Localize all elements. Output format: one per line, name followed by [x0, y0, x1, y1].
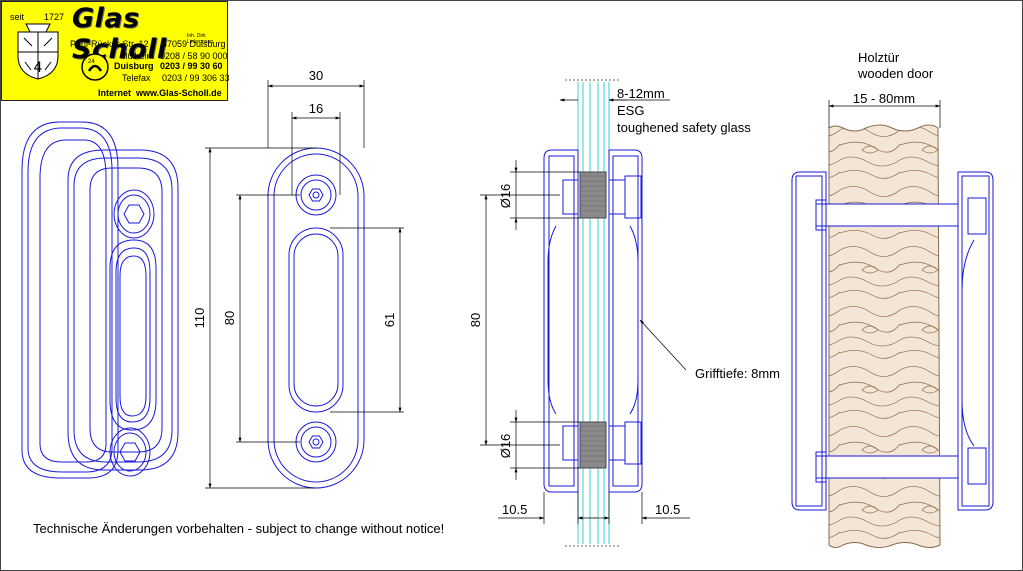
- logo-telefax-label: Telefax: [122, 73, 151, 83]
- dim-glass-thickness: 8-12mm: [617, 86, 665, 101]
- dim-bore-bottom: Ø16: [498, 434, 513, 459]
- coat-of-arms-icon: 4: [17, 23, 59, 80]
- dim-bore-top: Ø16: [498, 184, 513, 209]
- logo-internet-label: Internet: [98, 88, 132, 98]
- svg-text:24: 24: [88, 59, 95, 65]
- phone-badge-icon: 24: [81, 53, 109, 81]
- logo-muelheim-phone: 0208 / 58 90 000: [160, 51, 228, 61]
- dim-door-thickness: 15 - 80mm: [853, 91, 915, 106]
- disclaimer-text: Technische Änderungen vorbehalten - subj…: [33, 521, 445, 536]
- dim-height-total: 110: [192, 308, 207, 329]
- wooden-door-section-view: 15 - 80mm Holztür wooden door: [791, 50, 994, 548]
- logo-website: www.Glas-Scholl.de: [136, 88, 222, 98]
- logo-city: 47059 Duisburg: [162, 39, 226, 49]
- handle-3d-view: [21, 121, 179, 479]
- label-glass-type: ESG: [617, 103, 644, 118]
- glass-bushing-top: [579, 171, 607, 219]
- label-glass-type-en: toughened safety glass: [617, 120, 751, 135]
- label-grip-depth: Grifftiefe: 8mm: [695, 366, 780, 381]
- glass-section-view: Ø16 Ø16 80 8-12mm ESG toughened safety g…: [468, 79, 780, 547]
- logo-duisburg-phone: 0203 / 99 30 60: [160, 61, 223, 71]
- handle-front-view: 30 16 110 80 61: [192, 68, 404, 489]
- dim-slot-length: 61: [382, 313, 397, 327]
- logo-duisburg-label: Duisburg: [114, 61, 154, 71]
- logo-company-name: Glas Scholl: [72, 3, 167, 65]
- dim-offset-left: 10.5: [502, 502, 527, 517]
- logo-telefax-phone: 0203 / 99 306 33: [162, 73, 230, 83]
- label-door-en: wooden door: [857, 66, 934, 81]
- company-logo-block: seit 1727 4 Glas Scholl Inh. Dirk Linker…: [1, 1, 230, 101]
- dim-offset-right: 10.5: [655, 502, 680, 517]
- logo-street: Paul-Rücker-Str. 12: [70, 39, 149, 49]
- dim-section-hole-distance: 80: [468, 313, 483, 327]
- glass-bushing-bottom: [579, 421, 607, 469]
- dim-hole-distance: 80: [222, 311, 237, 325]
- svg-text:4: 4: [34, 60, 43, 76]
- label-door-de: Holztür: [858, 50, 900, 65]
- logo-owner-text: Inh. Dirk Linkermann: [187, 33, 214, 45]
- dim-hole-spacing-width: 16: [309, 101, 323, 116]
- wood-door-panel: [828, 124, 941, 548]
- logo-year-text: 1727: [44, 12, 65, 22]
- dim-width-total: 30: [309, 68, 323, 83]
- logo-muelheim-label: Mülheim: [120, 51, 155, 61]
- logo-seit-text: seit: [10, 12, 25, 22]
